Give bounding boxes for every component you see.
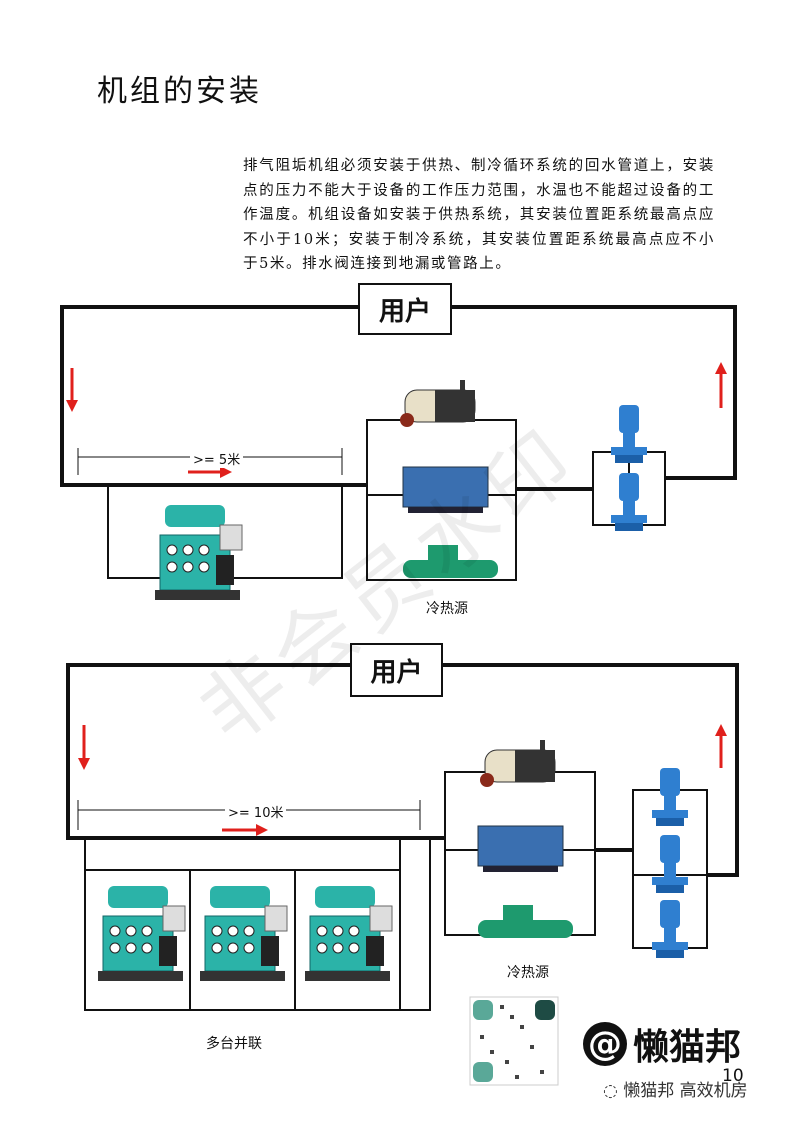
user-box-1: 用户 [358, 283, 452, 335]
cat-at-icon: @ [583, 1022, 627, 1066]
parallel-label: 多台并联 [206, 1036, 262, 1052]
brand-logo: @ 懒猫邦 [583, 1018, 741, 1070]
source-label-1: 冷热源 [426, 601, 468, 617]
page-number: 10 [722, 1066, 744, 1086]
flow-arrows [66, 362, 727, 836]
wechat-account: ◌ 懒猫邦 高效机房 [603, 1081, 748, 1101]
intro-paragraph: 排气阻垢机组必须安装于供热、制冷循环系统的回水管道上，安装点的压力不能大于设备的… [243, 158, 715, 272]
page-title: 机组的安装 [97, 74, 262, 109]
brand-name: 懒猫邦 [633, 1027, 742, 1068]
qr-code [469, 996, 559, 1086]
wechat-icon: ◌ [603, 1081, 624, 1101]
distance-label-2: >= 10米 [225, 802, 287, 821]
distance-label-1: >= 5米 [190, 449, 244, 468]
source-label-2: 冷热源 [507, 965, 549, 981]
user-box-2: 用户 [350, 643, 443, 697]
